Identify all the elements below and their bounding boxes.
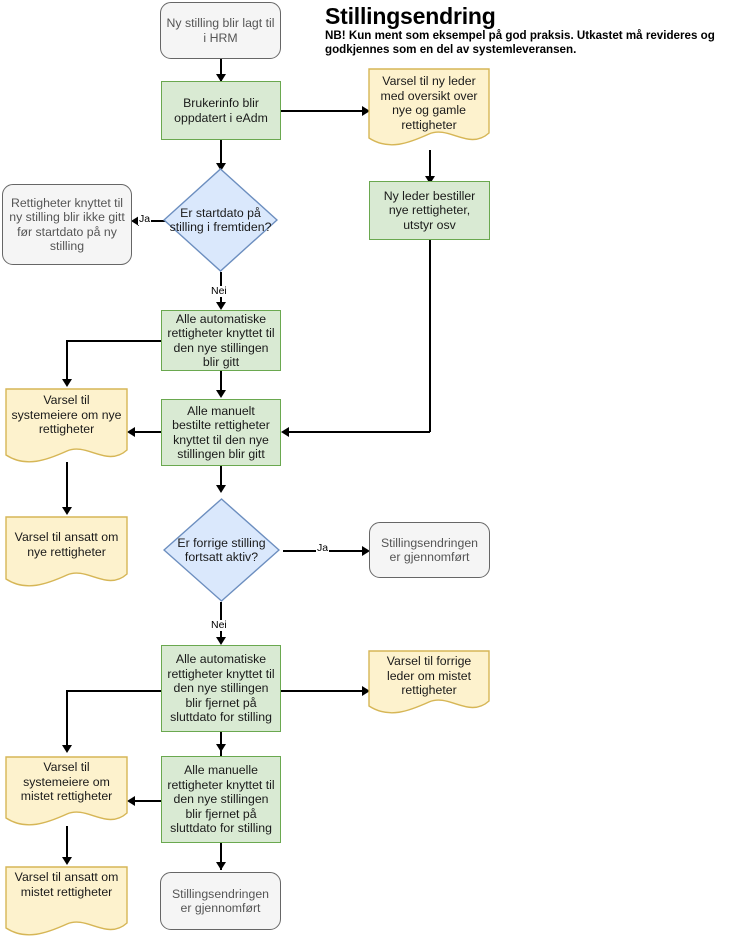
- connector-nyleder-to-manuelt: [287, 431, 430, 433]
- page-title: Stillingsendring: [325, 3, 496, 29]
- arrowhead-down: [215, 862, 226, 870]
- connector-brukerinfo-to-decision: [220, 140, 222, 170]
- arrowhead-down: [215, 485, 226, 493]
- node-manuelt-bestilte-gitt[interactable]: Alle manuelt bestilte rettigheter knytte…: [161, 399, 281, 466]
- document-shape-icon: [5, 388, 128, 463]
- page-subtitle: NB! Kun ment som eksempel på god praksis…: [325, 29, 715, 57]
- arrowhead-left: [131, 216, 139, 226]
- arrowhead-down: [215, 163, 226, 171]
- arrowhead-down: [61, 745, 72, 753]
- connector-systemeiere-to-ansatt: [66, 462, 68, 510]
- connector-start-to-brukerinfo: [220, 59, 222, 81]
- arrowhead-right: [362, 106, 370, 116]
- arrowhead-down: [61, 507, 72, 515]
- node-varsel-ansatt-nye[interactable]: Varsel til ansatt om nye rettigheter: [5, 516, 128, 590]
- node-endring-gjennomfort-1[interactable]: Stillingsendringen er gjennomført: [369, 522, 490, 578]
- node-label: Alle manuelt bestilte rettigheter knytte…: [172, 403, 270, 462]
- node-label: Rettigheter knyttet til ny stilling blir…: [9, 195, 125, 254]
- connector-autofjernet-to-systemeiere-h: [66, 690, 162, 692]
- node-label: Varsel til forrige leder om mistet retti…: [386, 654, 472, 697]
- connector-brukerinfo-to-varsel-leder: [281, 110, 367, 112]
- node-varsel-systemeiere-mistet[interactable]: Varsel til systemeiere om mistet rettigh…: [5, 756, 128, 829]
- arrowhead-down: [424, 176, 435, 184]
- title-block: Stillingsendring NB! Kun ment som eksemp…: [325, 4, 745, 57]
- node-label: Brukerinfo blir oppdatert i eAdm: [174, 96, 268, 125]
- document-shape-icon: [368, 68, 490, 146]
- connector-nyleder-down: [429, 240, 431, 432]
- arrowhead-down: [61, 857, 72, 865]
- connector-manuelle-to-systemeiere-mistet: [133, 800, 162, 802]
- node-varsel-forrige-leder[interactable]: Varsel til forrige leder om mistet retti…: [368, 650, 490, 716]
- diamond-shape-icon: [163, 498, 280, 602]
- connector-auto-to-manuelt: [220, 371, 222, 395]
- arrowhead-down: [215, 744, 226, 752]
- document-shape-icon: [5, 756, 128, 826]
- node-label: Alle automatiske rettigheter knyttet til…: [167, 311, 275, 370]
- node-varsel-systemeiere-nye[interactable]: Varsel til systemeiere om nye rettighete…: [5, 388, 128, 466]
- node-label: Varsel til systemeiere om nye rettighete…: [11, 393, 122, 436]
- connector-manuelt-to-decision2: [220, 466, 222, 490]
- node-rettigheter-ikke-gitt[interactable]: Rettigheter knyttet til ny stilling blir…: [2, 184, 132, 265]
- edge-label-startdato-ja: Ja: [138, 213, 152, 225]
- connector-systemeiere-mistet-to-ansatt: [66, 826, 68, 862]
- node-label: Er forrige stilling fortsatt aktiv?: [177, 535, 266, 565]
- connector-autofjernet-to-systemeiere-v: [66, 690, 68, 748]
- node-ny-leder-bestiller[interactable]: Ny leder bestiller nye rettigheter, utst…: [369, 181, 490, 240]
- node-endring-gjennomfort-2[interactable]: Stillingsendringen er gjennomført: [160, 872, 281, 930]
- node-label: Varsel til ansatt om nye rettigheter: [14, 530, 119, 559]
- document-shape-icon: [5, 866, 128, 936]
- edge-label-forrige-nei: Nei: [210, 619, 228, 631]
- arrowhead-left: [281, 427, 289, 437]
- connector-auto-to-systemeiere-v: [66, 340, 68, 382]
- arrowhead-down: [215, 637, 226, 645]
- edge-label-startdato-nei: Nei: [210, 285, 228, 297]
- node-label: Varsel til systemeiere om mistet rettigh…: [20, 760, 113, 803]
- node-varsel-ny-leder[interactable]: Varsel til ny leder med oversikt over ny…: [368, 68, 490, 150]
- diamond-shape-icon: [163, 168, 278, 272]
- node-label: Varsel til ny leder med oversikt over ny…: [380, 74, 478, 132]
- node-brukerinfo[interactable]: Brukerinfo blir oppdatert i eAdm: [161, 81, 281, 140]
- arrowhead-down: [215, 74, 226, 82]
- arrowhead-left: [127, 796, 135, 806]
- node-decision-startdato[interactable]: Er startdato på stilling i fremtiden?: [163, 168, 278, 272]
- node-label: Alle manuelle rettigheter knyttet til de…: [167, 763, 275, 836]
- connector-varsel-to-nyleder: [429, 150, 431, 183]
- connector-manuelle-to-gjennomfort: [220, 843, 222, 870]
- node-label: Stillingsendringen er gjennomført: [171, 886, 270, 916]
- node-auto-rettigheter-fjernet[interactable]: Alle automatiske rettigheter knyttet til…: [161, 645, 281, 732]
- node-manuelle-rettigheter-fjernet[interactable]: Alle manuelle rettigheter knyttet til de…: [161, 756, 281, 843]
- document-shape-icon: [368, 650, 490, 714]
- edge-label-forrige-ja: Ja: [316, 542, 330, 554]
- connector-autofjernet-to-forrigeleder: [281, 690, 367, 692]
- document-shape-icon: [5, 516, 128, 587]
- arrowhead-down: [61, 379, 72, 387]
- node-label: Ny stilling blir lagt til i HRM: [166, 16, 275, 45]
- node-auto-rettigheter-gitt[interactable]: Alle automatiske rettigheter knyttet til…: [161, 310, 281, 371]
- arrowhead-left: [127, 427, 135, 437]
- arrowhead-right: [362, 686, 370, 696]
- node-label: Stillingsendringen er gjennomført: [380, 535, 479, 565]
- node-label: Varsel til ansatt om mistet rettigheter: [14, 870, 119, 899]
- arrowhead-down: [215, 302, 226, 310]
- arrowhead-right: [362, 546, 370, 556]
- connector-auto-to-systemeiere-h: [66, 340, 162, 342]
- node-label: Ny leder bestiller nye rettigheter, utst…: [383, 188, 476, 232]
- node-decision-forrige-stilling[interactable]: Er forrige stilling fortsatt aktiv?: [163, 498, 280, 602]
- connector-manuelt-to-systemeiere: [133, 431, 162, 433]
- node-label: Alle automatiske rettigheter knyttet til…: [167, 652, 275, 725]
- node-start-hrm[interactable]: Ny stilling blir lagt til i HRM: [160, 2, 281, 59]
- node-label: Er startdato på stilling i fremtiden?: [169, 205, 272, 235]
- node-varsel-ansatt-mistet[interactable]: Varsel til ansatt om mistet rettigheter: [5, 866, 128, 939]
- arrowhead-down: [215, 390, 226, 398]
